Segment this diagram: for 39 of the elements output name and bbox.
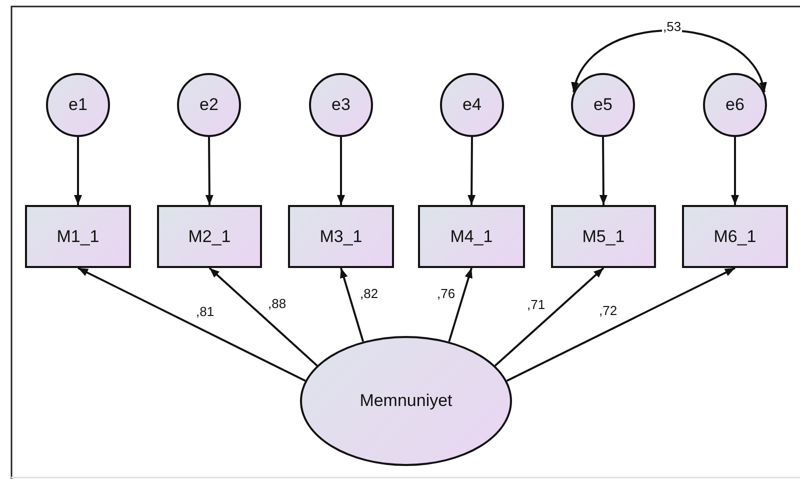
arrow (340, 268, 364, 342)
covariance-arrow (572, 30, 766, 92)
edge-label: ,53 (662, 20, 682, 34)
arrow (208, 267, 318, 366)
edge-label: ,76 (436, 287, 456, 301)
observed-variable-box (418, 205, 525, 268)
variable-name: M6_1 (714, 226, 756, 246)
observed-variable-box (551, 205, 656, 268)
edge-label: ,88 (267, 297, 288, 311)
edge-label: ,72 (598, 304, 618, 318)
arrow (78, 267, 306, 382)
edge-label: ,82 (359, 287, 380, 301)
variable-name: Memnuniyet (360, 391, 452, 411)
variable-name: M2_1 (188, 226, 231, 246)
arrow (468, 137, 476, 205)
arrow (506, 267, 736, 382)
observed-variable-box (25, 205, 131, 268)
edge-label: ,81 (195, 305, 216, 319)
variable-name: e4 (462, 95, 482, 115)
arrow (448, 268, 472, 342)
variable-name: M1_1 (56, 226, 100, 246)
arrow (731, 137, 739, 205)
arrow (494, 267, 604, 366)
edge-label: ,71 (526, 298, 546, 312)
arrow (74, 137, 82, 205)
variable-name: M3_1 (320, 226, 362, 246)
variable-name: M5_1 (582, 226, 625, 246)
observed-variable-box (682, 205, 788, 268)
observed-variable-box (157, 205, 262, 268)
arrow (337, 137, 345, 205)
arrow (205, 137, 214, 205)
variable-name: e5 (594, 95, 612, 115)
variable-name: e6 (726, 95, 744, 115)
arrow (599, 137, 608, 205)
variable-name: e1 (68, 95, 88, 115)
variable-name: e3 (332, 95, 350, 115)
variable-name: e2 (200, 95, 218, 115)
variable-name: M4_1 (450, 226, 493, 246)
observed-variable-box (288, 205, 394, 268)
